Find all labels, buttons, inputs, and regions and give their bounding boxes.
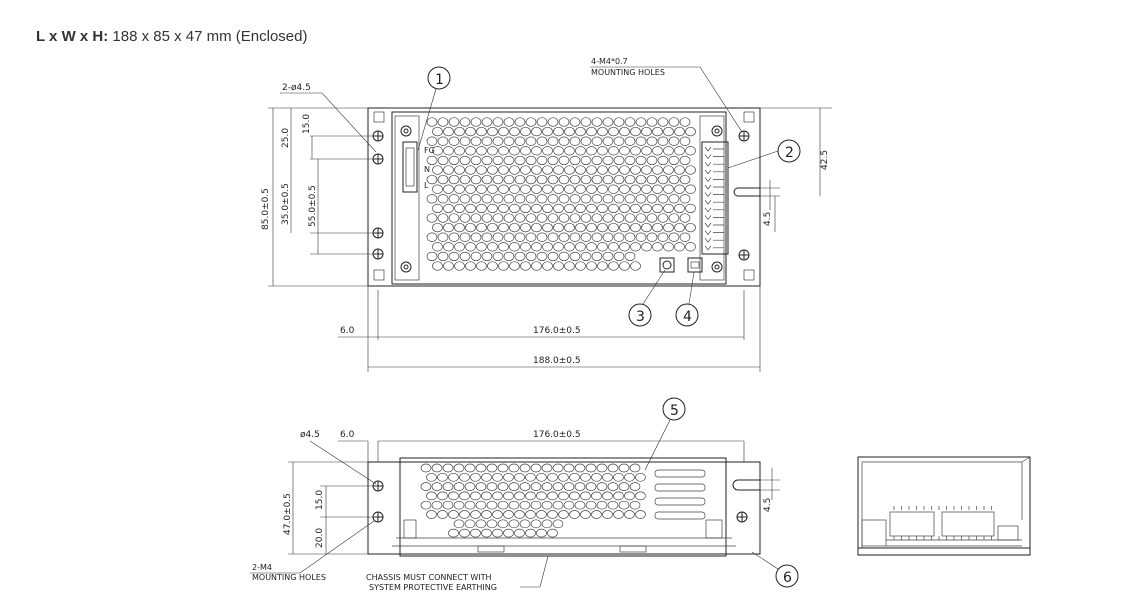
dimensions-spec: L x W x H: 188 x 85 x 47 mm (Enclosed) (36, 28, 308, 45)
side-mount-label-2: MOUNTING HOLES (252, 573, 326, 582)
spec-value: 188 x 85 x 47 mm (Enclosed) (108, 28, 308, 45)
svg-text:2: 2 (785, 145, 794, 161)
top-cover (391, 111, 727, 285)
top-hole-label: 2-ø4.5 (282, 83, 311, 93)
svg-text:5: 5 (670, 403, 679, 419)
dim-42-5: 42.5 (820, 150, 830, 170)
output-terminal-strip (701, 141, 729, 255)
terminal-label-l: L (424, 181, 429, 190)
terminal-label-n: N (424, 165, 430, 174)
top-mount-label-2: MOUNTING HOLES (591, 68, 665, 77)
led-indicator (687, 257, 703, 273)
top-view: FG N L 85.0±0.5 25.0 (261, 57, 832, 372)
side-vent-pattern (420, 463, 646, 538)
top-base-plate (367, 107, 761, 287)
dim-188: 188.0±0.5 (533, 356, 581, 366)
callout-4: 4 (675, 271, 699, 327)
earthing-note-1: CHASSIS MUST CONNECT WITH (366, 573, 492, 582)
spec-label: L x W x H: (36, 28, 109, 45)
callout-5: 5 (644, 397, 686, 471)
dim-20: 20.0 (315, 528, 325, 548)
side-base-plate (367, 461, 761, 555)
svg-text:6: 6 (783, 570, 792, 586)
earthing-note-2: SYSTEM PROTECTIVE EARTHING (369, 583, 497, 592)
callout-2: 2 (727, 139, 801, 169)
side-slots (654, 469, 706, 520)
callout-1: 1 (417, 66, 451, 151)
top-mount-label-1: 4-M4*0.7 (591, 57, 628, 66)
output-terminal-pins (704, 146, 724, 251)
side-mount-label-1: 2-M4 (252, 563, 272, 572)
dim-6-side: 6.0 (340, 430, 355, 440)
product-iso-view (857, 456, 1031, 556)
terminal-label-fg: FG (424, 146, 435, 155)
dim-47: 47.0±0.5 (283, 493, 293, 535)
input-terminal-block (402, 141, 418, 193)
dim-35: 35.0±0.5 (281, 183, 291, 225)
dim-6-top: 6.0 (340, 326, 355, 336)
iso-outline (857, 456, 1031, 556)
dim-15: 15.0 (302, 114, 312, 134)
svg-text:4: 4 (683, 309, 692, 325)
callout-6: 6 (751, 551, 799, 588)
svg-text:3: 3 (636, 309, 645, 325)
dim-4-5-top: 4.5 (763, 212, 773, 226)
dim-176-top: 176.0±0.5 (533, 326, 581, 336)
top-vent-pattern (426, 117, 696, 271)
side-view: 4.5 6.0 176.0±0.5 ø4.5 47.0±0.5 15.0 20.… (250, 397, 799, 592)
dim-85: 85.0±0.5 (261, 188, 271, 230)
side-hole-label: ø4.5 (300, 430, 320, 440)
callout-3: 3 (628, 269, 666, 327)
dim-25: 25.0 (281, 128, 291, 148)
mounting-screws (372, 125, 750, 273)
dim-55: 55.0±0.5 (308, 185, 318, 227)
side-cover (399, 457, 727, 557)
svg-text:1: 1 (435, 72, 444, 88)
dim-15-side: 15.0 (315, 490, 325, 510)
voltage-adjust (659, 257, 675, 273)
dim-176-side: 176.0±0.5 (533, 430, 581, 440)
dim-4-5-side: 4.5 (763, 498, 773, 512)
